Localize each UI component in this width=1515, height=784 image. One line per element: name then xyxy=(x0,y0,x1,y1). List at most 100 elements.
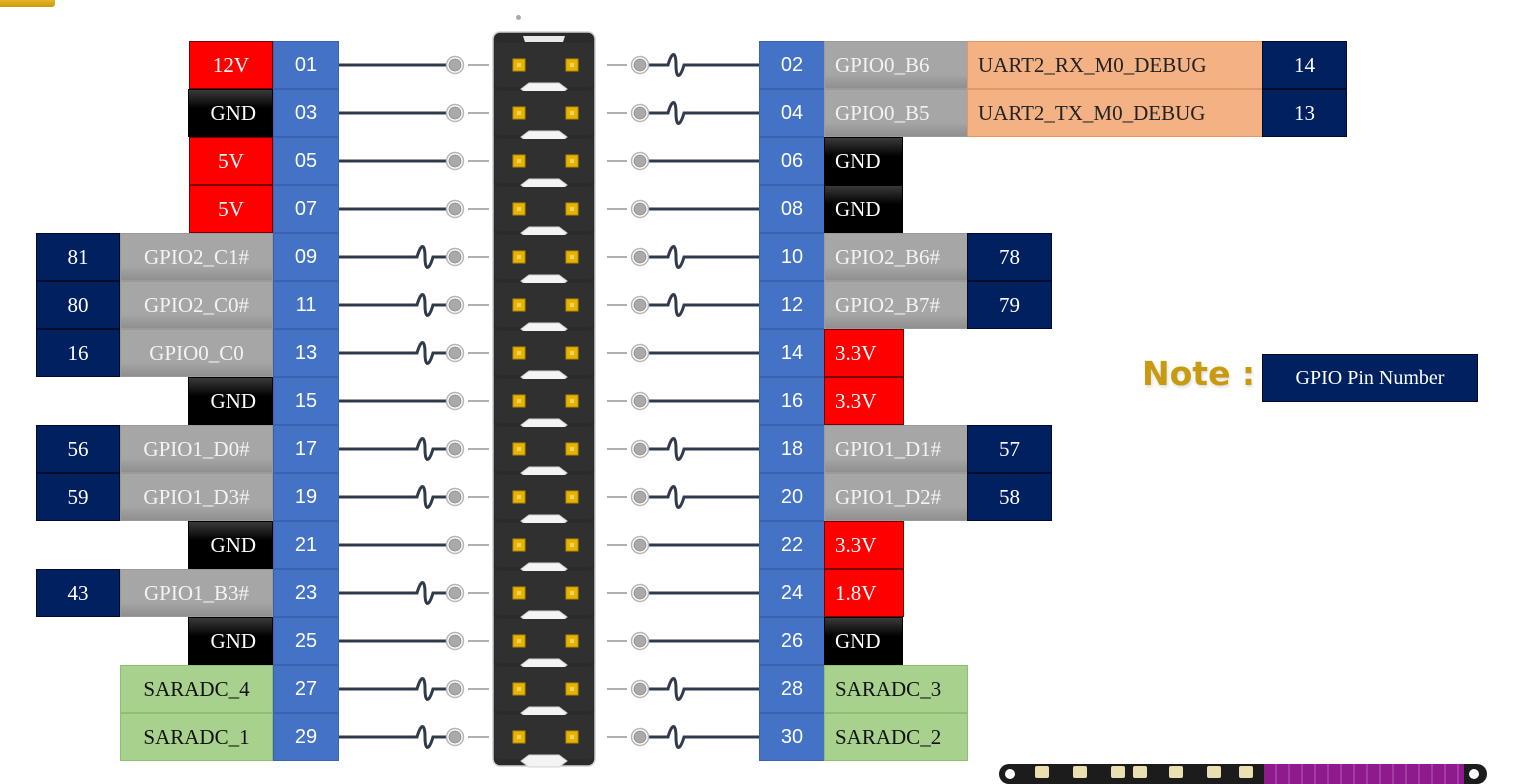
header-segment xyxy=(495,283,593,327)
pin-number-13: 13 xyxy=(273,329,339,377)
gpio-name-label: GPIO1_D3# xyxy=(120,473,273,521)
pin-number-09: 09 xyxy=(273,233,339,281)
wire-03 xyxy=(339,103,489,123)
board-thumbnail xyxy=(999,764,1487,784)
note-label: Note : xyxy=(1142,354,1256,393)
header-segment xyxy=(495,235,593,279)
wire-10 xyxy=(607,245,759,269)
board-component xyxy=(1111,766,1125,778)
signal-wave-icon xyxy=(664,53,688,77)
corner-tab xyxy=(0,0,55,7)
wire-22 xyxy=(607,535,759,555)
signal-wave-icon xyxy=(664,293,688,317)
header-segment xyxy=(495,43,593,87)
wire-27 xyxy=(339,677,489,701)
pin-number-15: 15 xyxy=(273,377,339,425)
wire-02 xyxy=(607,53,759,77)
ground-label: GND xyxy=(188,377,273,425)
gpio-number-badge: 80 xyxy=(36,281,120,329)
pin-number-06: 06 xyxy=(759,137,825,185)
gpio-number-badge: 59 xyxy=(36,473,120,521)
pin-number-08: 08 xyxy=(759,185,825,233)
pin-number-03: 03 xyxy=(273,89,339,137)
header-latch-slot xyxy=(520,754,568,768)
uart-function-label: UART2_TX_M0_DEBUG xyxy=(967,89,1263,137)
ground-label: GND xyxy=(824,137,903,185)
gpio-name-label: GPIO1_D1# xyxy=(824,425,968,473)
header-segment xyxy=(495,667,593,711)
header-segment xyxy=(495,91,593,135)
wire-11 xyxy=(339,293,489,317)
wire-23 xyxy=(339,581,489,605)
power-label: 1.8V xyxy=(824,569,904,617)
gpio-number-badge: 13 xyxy=(1262,89,1347,137)
wire-24 xyxy=(607,583,759,603)
adc-label: SARADC_3 xyxy=(824,665,968,713)
gpio-number-badge: 16 xyxy=(36,329,120,377)
header-segment xyxy=(495,475,593,519)
wire-20 xyxy=(607,485,759,509)
wire-01 xyxy=(339,55,489,75)
signal-wave-icon xyxy=(413,293,437,317)
wire-28 xyxy=(607,677,759,701)
gpio-number-badge: 81 xyxy=(36,233,120,281)
legend-gpio-pin-number: GPIO Pin Number xyxy=(1262,354,1478,402)
power-label: 12V xyxy=(189,41,273,89)
pin-number-22: 22 xyxy=(759,521,825,569)
gpio-number-badge: 79 xyxy=(967,281,1052,329)
header-top-latch xyxy=(523,36,565,42)
wire-14 xyxy=(607,343,759,363)
pin-number-30: 30 xyxy=(759,713,825,761)
header-segment xyxy=(495,619,593,663)
header-segment xyxy=(495,379,593,423)
board-mount-hole xyxy=(1005,769,1015,779)
gpio-name-label: GPIO0_B6 xyxy=(824,41,968,89)
pin-number-19: 19 xyxy=(273,473,339,521)
pin-number-16: 16 xyxy=(759,377,825,425)
wire-04 xyxy=(607,101,759,125)
wire-19 xyxy=(339,485,489,509)
pin-number-02: 02 xyxy=(759,41,825,89)
ground-label: GND xyxy=(188,521,273,569)
signal-wave-icon xyxy=(413,341,437,365)
signal-wave-icon xyxy=(664,101,688,125)
ground-label: GND xyxy=(824,185,903,233)
wire-29 xyxy=(339,725,489,749)
signal-wave-icon xyxy=(413,245,437,269)
gpio-number-badge: 56 xyxy=(36,425,120,473)
pin-number-29: 29 xyxy=(273,713,339,761)
gpio-name-label: GPIO1_D0# xyxy=(120,425,273,473)
wire-13 xyxy=(339,341,489,365)
wire-12 xyxy=(607,293,759,317)
gpio-name-label: GPIO0_B5 xyxy=(824,89,968,137)
pin-number-21: 21 xyxy=(273,521,339,569)
gpio-number-badge: 58 xyxy=(967,473,1052,521)
pin-header-connector xyxy=(492,31,596,768)
pin-number-11: 11 xyxy=(273,281,339,329)
header-segment xyxy=(495,427,593,471)
signal-wave-icon xyxy=(664,437,688,461)
signal-wave-icon xyxy=(664,677,688,701)
wire-21 xyxy=(339,535,489,555)
signal-wave-icon xyxy=(664,245,688,269)
gpio-name-label: GPIO1_D2# xyxy=(824,473,968,521)
board-component xyxy=(1169,766,1183,778)
gpio-number-badge: 78 xyxy=(967,233,1052,281)
gpio-name-label: GPIO1_B3# xyxy=(120,569,273,617)
signal-wave-icon xyxy=(664,485,688,509)
header-segment xyxy=(495,187,593,231)
wire-15 xyxy=(339,391,489,411)
power-label: 3.3V xyxy=(824,521,904,569)
power-label: 5V xyxy=(189,185,273,233)
adc-label: SARADC_4 xyxy=(120,665,273,713)
gpio-number-badge: 57 xyxy=(967,425,1052,473)
uart-function-label: UART2_RX_M0_DEBUG xyxy=(967,41,1263,89)
pin-number-07: 07 xyxy=(273,185,339,233)
board-component xyxy=(1207,766,1221,778)
pin-number-27: 27 xyxy=(273,665,339,713)
adc-label: SARADC_2 xyxy=(824,713,968,761)
header-segment xyxy=(495,331,593,375)
wire-17 xyxy=(339,437,489,461)
signal-wave-icon xyxy=(664,725,688,749)
